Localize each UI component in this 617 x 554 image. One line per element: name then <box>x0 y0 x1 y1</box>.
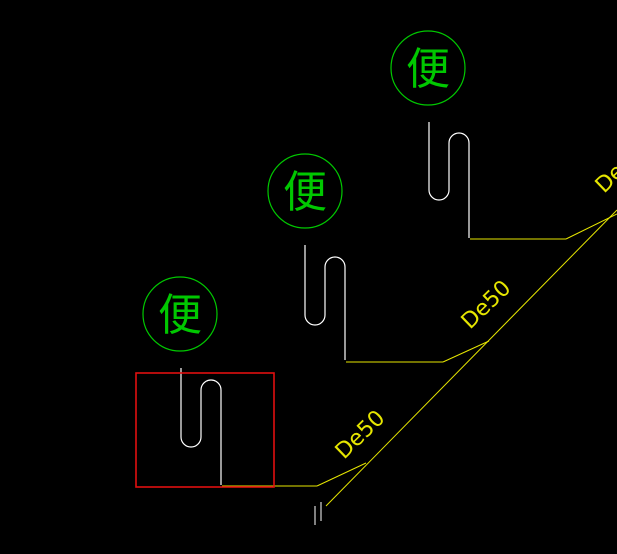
fixture-symbol-text: 便 <box>406 44 450 95</box>
pipe-diameter-label: De <box>591 159 617 198</box>
selection-highlight-box[interactable] <box>135 372 275 488</box>
pipe-diameter-label: De50 <box>457 276 516 335</box>
branch-pipe-1-slope <box>316 462 367 487</box>
p-trap <box>180 368 222 485</box>
fixture-symbol-text: 便 <box>283 167 327 218</box>
toilet-fixture-3[interactable]: 便 <box>390 30 470 238</box>
fixture-symbol-text: 便 <box>158 290 202 341</box>
fixture-symbol-circle <box>267 153 343 229</box>
p-trap <box>428 122 470 238</box>
toilet-fixture-2[interactable]: 便 <box>267 153 346 360</box>
main-drain-pipe <box>325 209 617 507</box>
pipe-diameter-label: De50 <box>331 406 390 465</box>
drain-pipes[interactable] <box>222 209 617 525</box>
branch-pipe-2-slope <box>442 340 490 363</box>
fixture-symbol-circle <box>390 30 466 106</box>
toilet-fixture-1[interactable]: 便 <box>142 276 222 485</box>
fixture-symbol-circle <box>142 276 218 352</box>
p-trap <box>304 245 346 360</box>
